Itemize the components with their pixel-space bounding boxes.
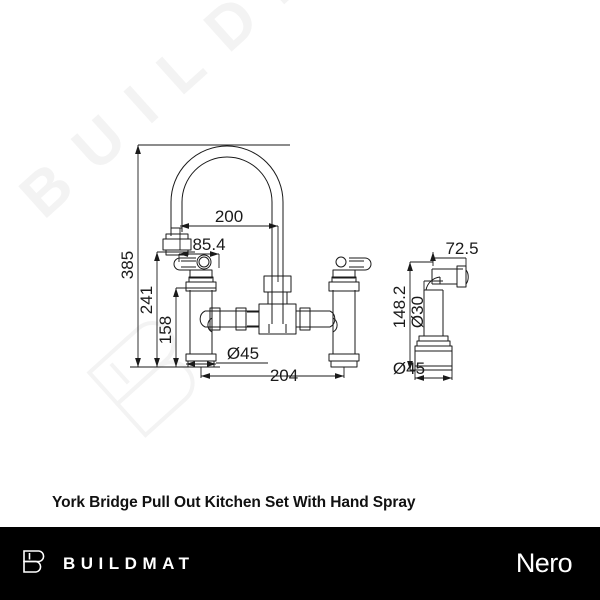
- dim-label-241: 241: [137, 286, 156, 314]
- central-hub: [247, 275, 297, 335]
- hand-spray-assembly: [414, 265, 469, 371]
- nero-wordmark: Nero: [515, 548, 573, 578]
- buildmat-wordmark: BUILDMAT: [63, 553, 195, 573]
- dim-label-204: 204: [270, 366, 298, 385]
- technical-drawing: 385 241 158 200 85.4 Ø45 204 72.5 148.2 …: [118, 144, 479, 385]
- dim-label-72-5: 72.5: [445, 239, 478, 258]
- dim-label-148-2: 148.2: [390, 286, 409, 329]
- dimension-lines: [130, 144, 467, 381]
- dim-label-200: 200: [215, 207, 243, 226]
- spout-outlet: [162, 227, 192, 256]
- title-bar: York Bridge Pull Out Kitchen Set With Ha…: [0, 478, 600, 527]
- buildmat-brand: BUILDMAT: [22, 549, 195, 579]
- dim-label-385: 385: [118, 251, 137, 279]
- footer-bar: BUILDMAT Nero: [0, 527, 600, 600]
- left-lever-handle: [173, 254, 213, 279]
- dim-label-158: 158: [156, 316, 175, 344]
- left-riser-body: [185, 276, 217, 368]
- dim-label-dia-45-base: Ø45: [227, 344, 259, 363]
- bridge-bar-right: [296, 307, 336, 331]
- dim-label-85-4: 85.4: [192, 235, 225, 254]
- buildmat-logo-mark-icon: [22, 549, 50, 579]
- gooseneck-spout: [170, 145, 284, 296]
- dim-label-dia-45-spray: Ø45: [393, 359, 425, 378]
- right-riser-body: [328, 276, 360, 368]
- right-lever-handle: [332, 256, 372, 279]
- bridge-bar-left: [199, 307, 259, 331]
- page-title: York Bridge Pull Out Kitchen Set With Ha…: [52, 493, 416, 511]
- dim-label-dia-30: Ø30: [408, 296, 427, 328]
